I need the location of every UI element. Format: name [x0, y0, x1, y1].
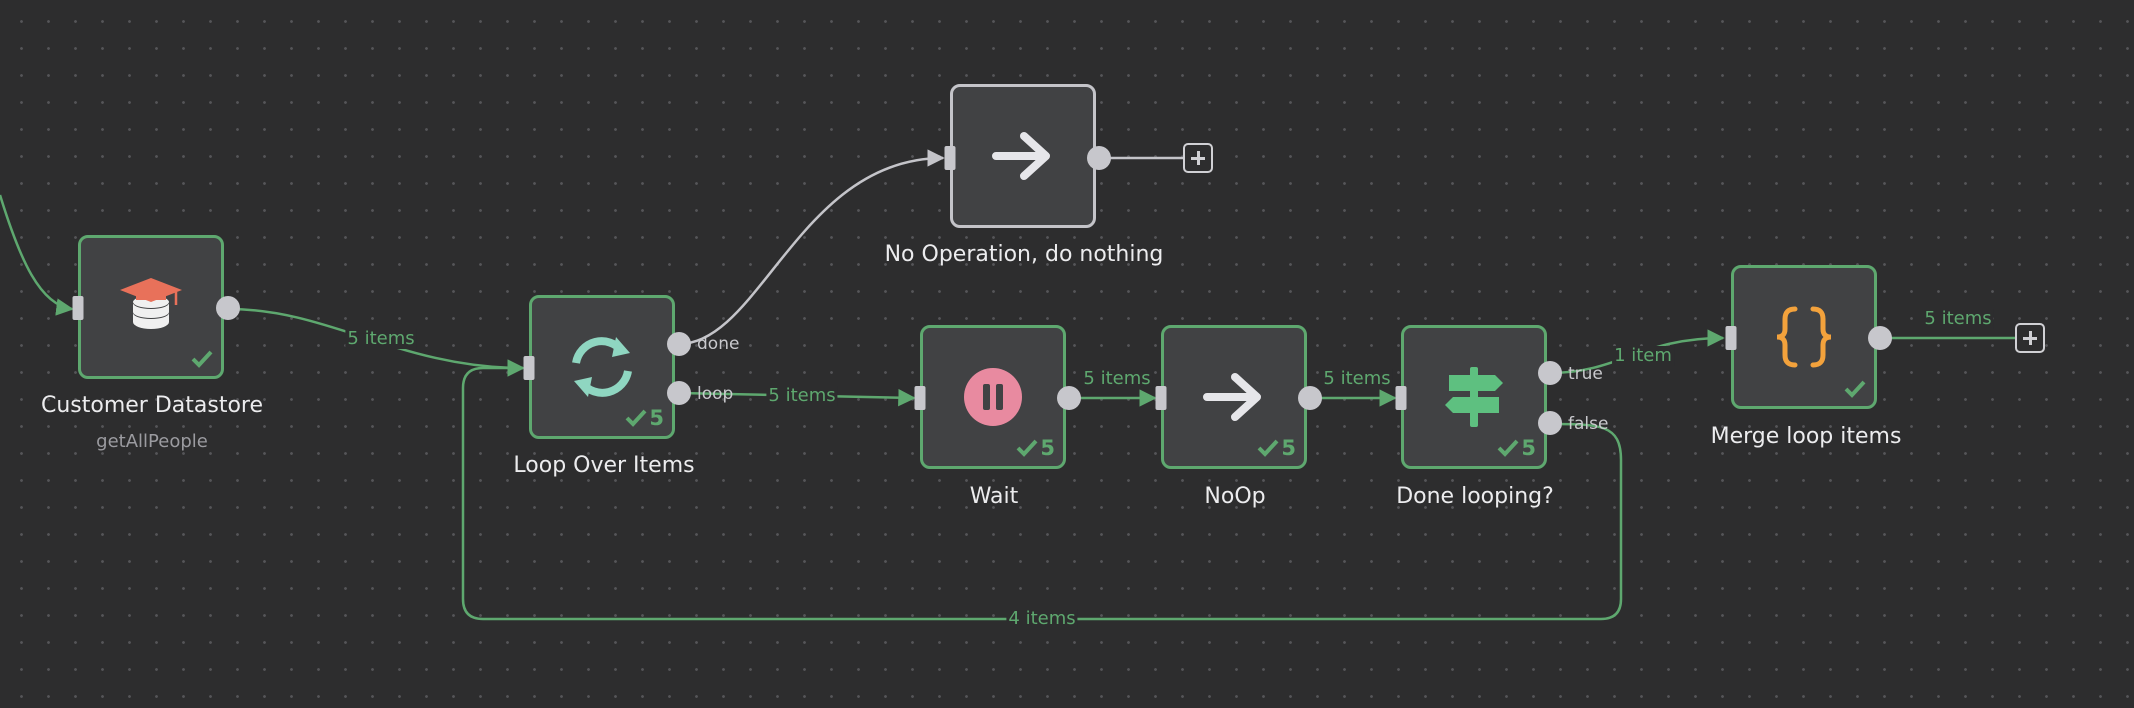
- arrow-right-icon: [953, 87, 1093, 225]
- input-port[interactable]: [944, 146, 956, 170]
- output-port-true[interactable]: [1538, 361, 1562, 385]
- check-icon: [1016, 439, 1038, 457]
- node-title: Loop Over Items: [513, 453, 695, 478]
- node-merge-loop-items[interactable]: [1731, 265, 1877, 409]
- edge-loop-done-to-noop[interactable]: [678, 149, 945, 346]
- add-node-button[interactable]: [1183, 143, 1213, 173]
- check-icon: [1844, 380, 1866, 398]
- port-label-false: false: [1568, 414, 1609, 434]
- output-port[interactable]: [1868, 326, 1892, 350]
- check-icon: [1497, 439, 1519, 457]
- items-count: 5: [1521, 436, 1536, 460]
- node-title: No Operation, do nothing: [884, 242, 1164, 267]
- node-title: Merge loop items: [1710, 424, 1902, 449]
- edge-label-if-true-to-merge: 1 item: [1612, 345, 1674, 366]
- edge-label-datastore-to-loop: 5 items: [345, 328, 417, 349]
- node-title: Done looping?: [1396, 484, 1554, 509]
- edge-if-false-back-to-loop[interactable]: [461, 359, 1623, 621]
- node-noop[interactable]: 5: [1161, 325, 1307, 469]
- port-label-done: done: [697, 334, 740, 354]
- edge-label-if-false-to-loop: 4 items: [1006, 608, 1078, 629]
- items-count: 5: [1281, 436, 1296, 460]
- node-wait[interactable]: 5: [920, 325, 1066, 469]
- input-port[interactable]: [1395, 386, 1407, 410]
- sync-icon: [532, 298, 672, 436]
- node-title: Wait: [969, 484, 1019, 509]
- port-label-true: true: [1568, 364, 1603, 384]
- input-port[interactable]: [1155, 386, 1167, 410]
- node-no-operation[interactable]: [950, 84, 1096, 228]
- input-port[interactable]: [1725, 326, 1737, 350]
- items-count-badge: 5: [625, 406, 664, 430]
- input-port[interactable]: [523, 356, 535, 380]
- port-label-loop: loop: [697, 384, 734, 404]
- pause-icon: [923, 328, 1063, 466]
- arrow-right-icon: [1164, 328, 1304, 466]
- add-node-button[interactable]: [2015, 323, 2045, 353]
- graduation-database-icon: [81, 238, 221, 376]
- edge-label-loop-to-wait: 5 items: [766, 385, 838, 406]
- items-count: 5: [1040, 436, 1055, 460]
- output-port-false[interactable]: [1538, 411, 1562, 435]
- output-port[interactable]: [1298, 386, 1322, 410]
- edge-incoming[interactable]: [0, 194, 74, 316]
- signpost-icon: [1404, 328, 1544, 466]
- node-title: NoOp: [1204, 484, 1266, 509]
- output-port-loop[interactable]: [667, 381, 691, 405]
- input-port[interactable]: [914, 386, 926, 410]
- output-port-done[interactable]: [667, 332, 691, 356]
- edge-label-wait-to-noop: 5 items: [1081, 368, 1153, 389]
- node-customer-datastore[interactable]: [78, 235, 224, 379]
- output-port[interactable]: [1087, 146, 1111, 170]
- node-done-looping[interactable]: 5: [1401, 325, 1547, 469]
- output-port[interactable]: [216, 296, 240, 320]
- edge-label-merge-out: 5 items: [1922, 308, 1994, 329]
- output-port[interactable]: [1057, 386, 1081, 410]
- check-icon: [191, 350, 213, 368]
- check-icon: [625, 409, 647, 427]
- items-count-badge: 5: [1497, 436, 1536, 460]
- node-loop-over-items[interactable]: 5: [529, 295, 675, 439]
- braces-icon: [1734, 268, 1874, 406]
- items-count-badge: 5: [1257, 436, 1296, 460]
- node-title: Customer Datastore: [40, 393, 264, 418]
- edge-label-noop-to-if: 5 items: [1321, 368, 1393, 389]
- items-count-badge: 5: [1016, 436, 1055, 460]
- success-status: [1844, 378, 1866, 400]
- success-status: [191, 348, 213, 370]
- items-count: 5: [649, 406, 664, 430]
- check-icon: [1257, 439, 1279, 457]
- input-port[interactable]: [72, 296, 84, 320]
- node-subtitle: getAllPeople: [96, 431, 208, 452]
